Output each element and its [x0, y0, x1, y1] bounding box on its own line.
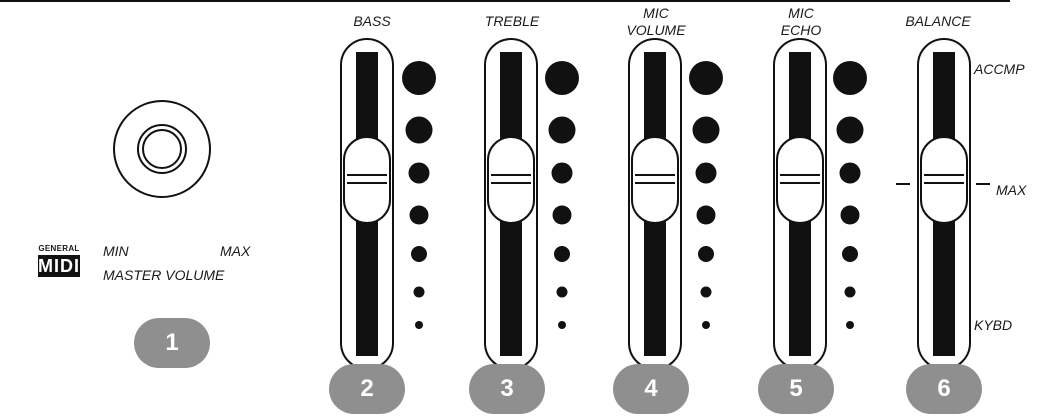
level-dot	[411, 246, 427, 262]
mic-echo-slider[interactable]	[773, 38, 827, 370]
mic-volume-level-dots	[686, 38, 726, 370]
master-volume-max-label: MAX	[220, 243, 251, 259]
mic-volume-label-line1: MIC	[643, 5, 669, 21]
mic-volume-label-line2: VOLUME	[626, 22, 686, 38]
top-rule	[0, 0, 1010, 2]
level-dot	[552, 205, 572, 225]
balance-kybd-label: KYBD	[974, 317, 1013, 333]
balance-label: BALANCE	[905, 13, 971, 29]
badge-3: 3	[469, 364, 545, 414]
midi-logo-main-text: MIDI	[38, 255, 80, 277]
level-dot	[833, 61, 867, 95]
treble-level-dots	[542, 38, 582, 370]
treble-label: TREBLE	[484, 13, 540, 29]
level-dot	[836, 116, 864, 144]
level-dot	[409, 205, 429, 225]
balance-max-label: MAX	[996, 182, 1027, 198]
level-dot	[556, 286, 568, 298]
level-dot	[551, 162, 573, 184]
badge-2: 2	[329, 364, 405, 414]
bass-level-dots	[399, 38, 439, 370]
treble-slider-handle[interactable]	[487, 136, 535, 224]
balance-slider-handle[interactable]	[920, 136, 968, 224]
level-dot	[545, 61, 579, 95]
mic-volume-slider[interactable]	[628, 38, 682, 370]
midi-logo-top-text: GENERAL	[38, 244, 80, 253]
mic-echo-slider-handle[interactable]	[776, 136, 824, 224]
mic-echo-label-line2: ECHO	[780, 22, 822, 38]
level-dot	[702, 321, 710, 329]
bass-slider[interactable]	[340, 38, 394, 370]
mic-echo-level-dots	[830, 38, 870, 370]
level-dot	[696, 205, 716, 225]
general-midi-logo: GENERAL MIDI	[38, 244, 80, 277]
level-dot	[695, 162, 717, 184]
level-dot	[548, 116, 576, 144]
balance-center-tick-right	[976, 183, 990, 185]
bass-slider-handle[interactable]	[343, 136, 391, 224]
knob-center	[142, 129, 182, 169]
level-dot	[846, 321, 854, 329]
level-dot	[415, 321, 423, 329]
knob-ring	[137, 124, 187, 174]
level-dot	[413, 286, 425, 298]
balance-accmp-label: ACCMP	[974, 61, 1025, 77]
level-dot	[842, 246, 858, 262]
treble-slider[interactable]	[484, 38, 538, 370]
bass-label: BASS	[353, 13, 391, 29]
level-dot	[698, 246, 714, 262]
mic-volume-slider-handle[interactable]	[631, 136, 679, 224]
badge-1: 1	[134, 318, 210, 368]
level-dot	[554, 246, 570, 262]
level-dot	[692, 116, 720, 144]
badge-5: 5	[758, 364, 834, 414]
level-dot	[839, 162, 861, 184]
level-dot	[840, 205, 860, 225]
balance-center-tick-left	[896, 183, 910, 185]
badge-4: 4	[613, 364, 689, 414]
level-dot	[700, 286, 712, 298]
master-volume-knob[interactable]	[113, 100, 211, 198]
level-dot	[558, 321, 566, 329]
badge-6: 6	[906, 364, 982, 414]
level-dot	[689, 61, 723, 95]
level-dot	[844, 286, 856, 298]
mic-echo-label-line1: MIC	[788, 5, 814, 21]
balance-slider[interactable]	[917, 38, 971, 370]
level-dot	[402, 61, 436, 95]
master-volume-label: MASTER VOLUME	[103, 267, 225, 283]
level-dot	[408, 162, 430, 184]
level-dot	[405, 116, 433, 144]
master-volume-min-label: MIN	[103, 243, 129, 259]
